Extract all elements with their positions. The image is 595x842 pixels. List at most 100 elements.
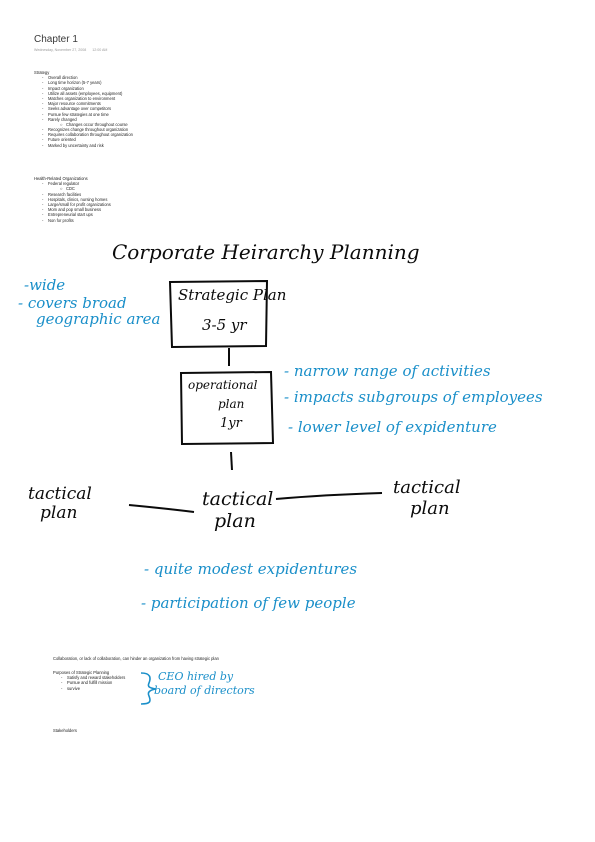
dash-bullet-icon: - — [42, 217, 44, 223]
list-item: -Utilize all assets (employees, equipmen… — [34, 91, 133, 96]
dash-bullet-icon: - — [42, 85, 44, 91]
list-item: -Pursue few strategies at one time — [34, 112, 133, 117]
dash-bullet-icon: - — [42, 127, 44, 133]
list-item-text: Future oriented — [48, 137, 76, 143]
line-tactical-right — [275, 492, 383, 500]
note-geographic-area: geographic area — [36, 310, 161, 328]
note-impacts-subgroups: - impacts subgroups of employees — [284, 388, 543, 406]
page-timestamp: Wednesday, November 27, 2008 12:00 AM — [34, 48, 108, 52]
list-item: -Overall direction — [34, 75, 133, 80]
list-item-text: Hospitals, clinics, nursing homes — [48, 196, 108, 202]
list-item: ○CDC — [34, 186, 111, 191]
list-item-text: Pursue few strategies at one time — [48, 111, 109, 117]
strategy-list: -Overall direction-Long time horizon (5-… — [34, 75, 133, 148]
list-item: -Major resource commitments — [34, 101, 133, 106]
note-modest-expidentures: - quite modest expidentures — [144, 560, 358, 578]
strategic-plan-box — [168, 279, 269, 349]
connector-operational-tactical — [230, 451, 233, 471]
list-item: -Recognizes change throughout organizati… — [34, 127, 133, 132]
page-title: Chapter 1 — [34, 34, 78, 45]
list-item: -Mom and pop small business — [34, 207, 111, 212]
note-board-of-directors: board of directors — [154, 684, 255, 697]
tactical-plan-left-2: plan — [40, 503, 78, 523]
dash-bullet-icon: - — [42, 196, 44, 202]
strategic-plan-label: Strategic Plan — [178, 286, 287, 304]
purposes-section: Purposes of Strategic Planning -Satisfy … — [53, 670, 125, 691]
list-item-text: Entrepreneurial start ups — [48, 212, 93, 218]
list-item: -Large/small for profit organizations — [34, 202, 111, 207]
note-ceo-hired: CEO hired by — [158, 670, 234, 683]
dash-bullet-icon: - — [42, 191, 44, 197]
dash-bullet-icon: - — [42, 101, 44, 107]
note-narrow-range: - narrow range of activities — [284, 362, 491, 380]
note-covers-broad: - covers broad — [18, 294, 127, 312]
dash-bullet-icon: - — [42, 181, 44, 187]
list-item: -Non for profits — [34, 218, 111, 223]
list-item: -Matches organization to environment — [34, 96, 133, 101]
health-list: -Federal regulator○CDC-Research faciliti… — [34, 181, 111, 223]
dash-bullet-icon: - — [42, 106, 44, 112]
line-tactical-left — [128, 504, 195, 513]
dash-bullet-icon: - — [42, 201, 44, 207]
dash-bullet-icon: - — [42, 137, 44, 143]
list-item-text: Changes occur throughout course — [66, 121, 128, 127]
list-item-text: Mom and pop small business — [48, 207, 102, 213]
dash-bullet-icon: - — [42, 75, 44, 81]
list-item: -Seeks advantage over competitors — [34, 106, 133, 111]
collaboration-text: Collaboration, or lack of collaboration,… — [53, 656, 219, 661]
purpose-item: -Pursue and fulfill mission — [61, 680, 113, 686]
list-item-text: Seeks advantage over competitors — [48, 106, 112, 112]
dash-bullet-icon: - — [42, 132, 44, 138]
list-item-text: Long time horizon (5-7 years) — [48, 80, 102, 86]
health-section: Health-Related Organizations -Federal re… — [34, 176, 111, 223]
strategic-plan-duration: 3-5 yr — [202, 316, 247, 334]
purposes-heading: Purposes of Strategic Planning — [53, 670, 110, 675]
tactical-plan-right-2: plan — [410, 498, 450, 519]
sub-bullet-icon: ○ — [60, 121, 63, 127]
list-item-text: Non for profits — [48, 217, 74, 223]
dash-bullet-icon: - — [42, 142, 44, 148]
list-item: -Federal regulator — [34, 181, 111, 186]
list-item-text: CDC — [66, 186, 75, 192]
dash-bullet-icon: - — [42, 95, 44, 101]
list-item-text: Utilize all assets (employees, equipment… — [48, 90, 123, 96]
list-item: -Requires collaboration throughout organ… — [34, 132, 133, 137]
tactical-plan-left-1: tactical — [28, 484, 92, 504]
tactical-plan-center-1: tactical — [202, 488, 274, 510]
note-lower-level: - lower level of expidenture — [288, 418, 497, 436]
diagram-title: Corporate Heirarchy Planning — [112, 240, 420, 264]
operational-plan-label: operational — [188, 378, 258, 392]
purpose-item: -survive — [61, 685, 80, 691]
strategy-section: Strategy -Overall direction-Long time ho… — [34, 70, 133, 148]
dash-bullet-icon: - — [42, 116, 44, 122]
list-item-text: Marked by uncertainty and risk — [48, 142, 104, 148]
dash-bullet-icon: - — [42, 212, 44, 218]
list-item-text: Major resource commitments — [48, 101, 101, 107]
dash-bullet-icon: - — [42, 207, 44, 213]
list-item-text: Matches organization to environment — [48, 95, 116, 101]
dash-bullet-icon: - — [42, 111, 44, 117]
list-item: -Long time horizon (5-7 years) — [34, 80, 133, 85]
strategy-heading: Strategy — [34, 70, 50, 75]
purpose-item: -Satisfy and reward stakeholders — [61, 675, 126, 681]
stakeholders-heading: Stakeholders — [53, 728, 77, 733]
dash-bullet-icon: - — [42, 90, 44, 96]
operational-plan-box — [179, 370, 275, 446]
list-item-text: Research facilities — [48, 191, 82, 197]
list-item: -Entrepreneurial start ups — [34, 212, 111, 217]
health-heading: Health-Related Organizations — [34, 176, 88, 181]
tactical-plan-right-1: tactical — [393, 477, 461, 498]
list-item: -Future oriented — [34, 137, 133, 142]
sub-bullet-icon: ○ — [60, 186, 63, 192]
list-item: ○Changes occur throughout course — [34, 122, 133, 127]
list-item-text: Federal regulator — [48, 181, 80, 187]
list-item-text: Large/small for profit organizations — [48, 201, 111, 207]
note-wide: -wide — [24, 276, 66, 294]
list-item: -Marked by uncertainty and risk — [34, 143, 133, 148]
brace-icon — [140, 672, 157, 705]
list-item-text: Impact organization — [48, 85, 84, 91]
tactical-plan-center-2: plan — [214, 510, 256, 532]
list-item-text: Overall direction — [48, 75, 78, 81]
list-item-text: Recognizes change throughout organizatio… — [48, 127, 129, 133]
